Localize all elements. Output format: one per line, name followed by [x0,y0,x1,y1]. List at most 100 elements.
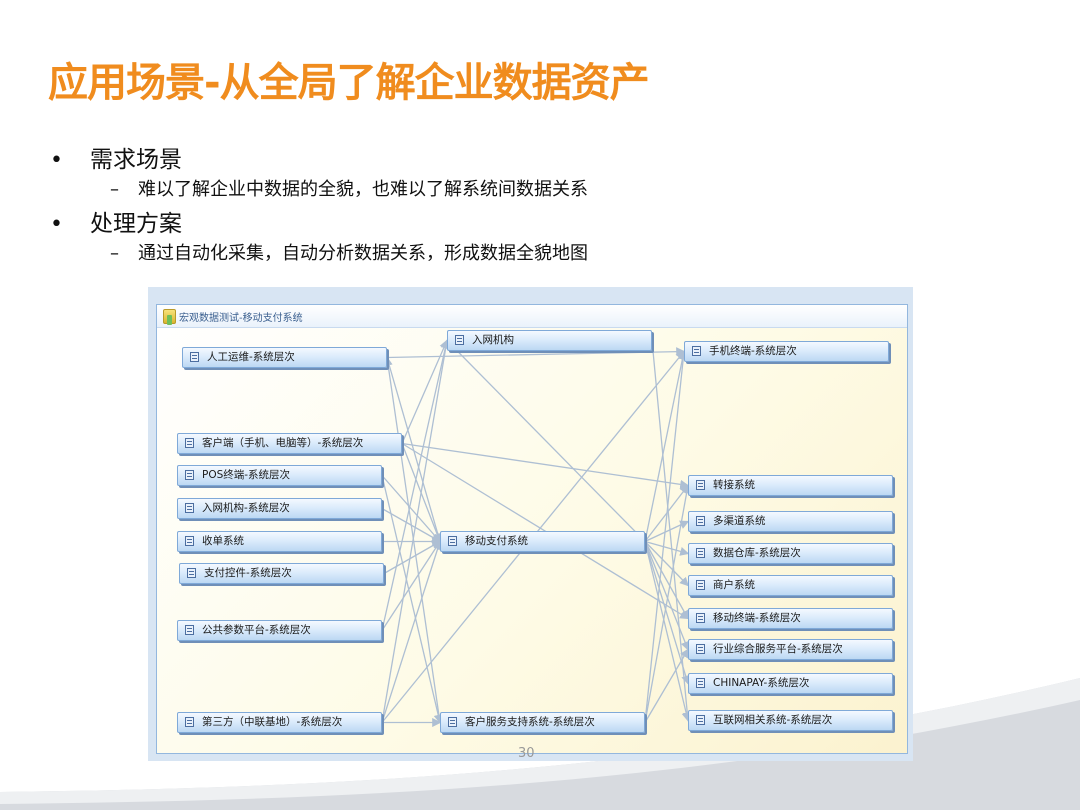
node-label: 客户端（手机、电脑等）-系统层次 [202,437,364,449]
node-yidongzhongduan[interactable]: 移动终端-系统层次 [688,608,893,629]
node-label: 客户服务支持系统-系统层次 [465,716,595,728]
node-label: 互联网相关系统-系统层次 [713,714,833,726]
window-title: 宏观数据测试-移动支付系统 [179,313,303,324]
system-node-icon [185,438,194,448]
sub-bullet-item: –难以了解企业中数据的全貌，也难以了解系统间数据关系 [110,175,588,201]
node-gonggong[interactable]: 公共参数平台-系统层次 [177,620,382,641]
data-map-window: 宏观数据测试-移动支付系统 人工运维-系统层次 入网机构手机终端-系统层次客户端（… [156,304,908,754]
relation-link [446,340,646,543]
bullet-text: 需求场景 [90,147,182,173]
relation-link [401,442,690,489]
relation-link [651,340,692,722]
node-kehuduan[interactable]: 客户端（手机、电脑等）-系统层次 [177,433,402,454]
sub-bullet-item: –通过自动化采集，自动分析数据关系，形成数据全貌地图 [110,239,588,265]
node-duoqudao[interactable]: 多渠道系统 [688,511,893,532]
page-number: 30 [518,746,535,761]
relation-link [381,540,441,631]
node-label: 入网机构-系统层次 [202,502,290,514]
node-yidong[interactable]: 移动支付系统 [440,531,645,552]
node-chinapay[interactable]: CHINAPAY-系统层次 [688,673,893,694]
relation-link [386,347,686,359]
system-node-icon [185,625,194,635]
node-shoudan[interactable]: 收单系统 [177,531,382,552]
window-header: 宏观数据测试-移动支付系统 [157,305,907,328]
system-node-icon [696,678,705,688]
relation-link [644,541,691,685]
system-node-icon [185,503,194,513]
relation-link [381,339,451,723]
relation-link [644,541,689,620]
system-node-icon [696,644,705,654]
node-hangye[interactable]: 行业综合服务平台-系统层次 [688,639,893,660]
node-disanfang[interactable]: 第三方（中联基地）-系统层次 [177,712,382,733]
node-label: 收单系统 [202,535,244,547]
relation-link [383,356,441,723]
node-label: 多渠道系统 [713,515,766,527]
bullet-text: 处理方案 [90,211,182,237]
node-shujucangku[interactable]: 数据仓库-系统层次 [688,543,893,564]
system-node-icon [185,470,194,480]
node-label: 数据仓库-系统层次 [713,547,801,559]
node-label: 移动终端-系统层次 [713,612,801,624]
node-zhuanjie[interactable]: 转接系统 [688,475,893,496]
relation-link [644,648,689,723]
relation-link [381,475,443,724]
relation-link [381,339,450,631]
system-node-icon [696,613,705,623]
node-label: POS终端-系统层次 [202,469,291,481]
system-node-icon [187,568,196,578]
system-node-icon [448,717,457,727]
system-node-icon [692,346,701,356]
system-node-icon [696,516,705,526]
node-kehufuwu[interactable]: 客户服务支持系统-系统层次 [440,712,645,733]
node-label: 商户系统 [713,579,755,591]
system-node-icon [448,536,457,546]
relation-link [644,541,691,722]
system-node-icon [190,352,199,362]
relation-link [644,350,688,723]
app-screenshot-frame: 宏观数据测试-移动支付系统 人工运维-系统层次 入网机构手机终端-系统层次客户端（… [148,287,913,761]
system-node-icon [185,717,194,727]
relation-link [644,540,690,556]
node-pos[interactable]: POS终端-系统层次 [177,465,382,486]
sub-bullet-marker: – [110,243,119,264]
relation-link [383,540,442,575]
node-label: 第三方（中联基地）-系统层次 [202,716,343,728]
bullet-item: • 需求场景 [50,140,182,174]
node-shouji[interactable]: 手机终端-系统层次 [684,341,889,362]
node-label: CHINAPAY-系统层次 [713,677,810,689]
node-hulianwang[interactable]: 互联网相关系统-系统层次 [688,710,893,731]
system-node-icon [696,580,705,590]
node-label: 行业综合服务平台-系统层次 [713,643,843,655]
node-label: 支付控件-系统层次 [204,567,292,579]
relation-link [381,540,442,723]
node-label: 入网机构 [472,334,514,346]
sub-bullet-marker: – [110,179,119,200]
bullet-item: • 处理方案 [50,204,182,238]
node-rengong[interactable]: 人工运维-系统层次 [182,347,387,368]
system-node-icon [696,548,705,558]
link-layer [381,339,692,728]
relation-link [381,475,441,543]
bullet-marker: • [50,212,63,237]
node-label: 移动支付系统 [465,535,528,547]
relation-link [644,541,690,651]
relation-link [386,357,443,543]
relation-link [644,484,692,723]
node-label: 人工运维-系统层次 [207,351,295,363]
folder-icon [163,309,176,325]
node-label: 转接系统 [713,479,755,491]
system-node-icon [696,715,705,725]
relation-link [644,350,687,542]
bullet-marker: • [50,148,63,173]
node-zhifukongjian[interactable]: 支付控件-系统层次 [179,563,384,584]
node-ruwang_layer[interactable]: 入网机构-系统层次 [177,498,382,519]
node-label: 手机终端-系统层次 [709,345,797,357]
relation-link [401,339,449,444]
sub-bullet-text: 难以了解企业中数据的全貌，也难以了解系统间数据关系 [138,179,588,200]
relation-link [644,541,689,587]
node-shanghu[interactable]: 商户系统 [688,575,893,596]
node-ruwang_top[interactable]: 入网机构 [447,330,652,351]
sub-bullet-text: 通过自动化采集，自动分析数据关系，形成数据全貌地图 [138,243,588,264]
node-label: 公共参数平台-系统层次 [202,624,311,636]
